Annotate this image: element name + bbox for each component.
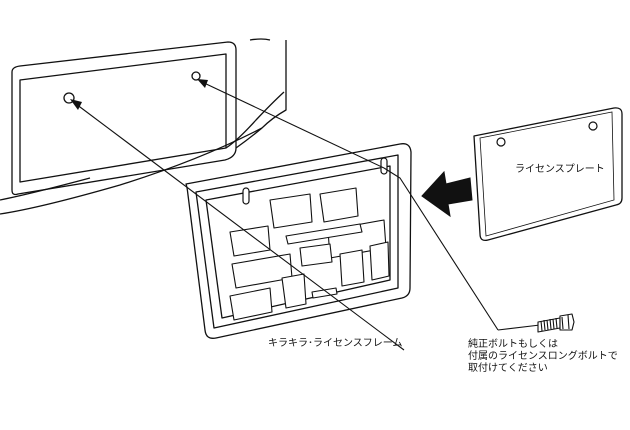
bolt-note-line-3: 取付けてください (468, 363, 548, 374)
frame-slot-left (242, 187, 250, 205)
arrowhead-right-hole (197, 79, 208, 88)
bolt-note: 純正ボルトもしくは 付属のライセンスロングボルトで 取付けてください (468, 339, 618, 375)
frame-label: キラキラ･ライセンスフレーム (268, 338, 403, 349)
insert-arrow (421, 170, 473, 218)
license-plate-label: ライセンスプレート (515, 164, 605, 175)
car-mounting-panel (0, 38, 287, 215)
license-plate (473, 107, 623, 242)
plate-hole-left (496, 137, 506, 147)
guide-lines (75, 81, 541, 351)
car-panel-hole-right (191, 71, 201, 81)
bolt-note-line-2: 付属のライセンスロングボルトで (468, 351, 618, 362)
frame-slot-right (380, 157, 388, 175)
plate-hole-right (588, 121, 598, 131)
frame-cutouts (229, 187, 390, 321)
bolt-icon (537, 313, 575, 333)
arrowhead-left-hole (70, 99, 82, 110)
bolt-note-line-1: 純正ボルトもしくは (468, 339, 558, 350)
